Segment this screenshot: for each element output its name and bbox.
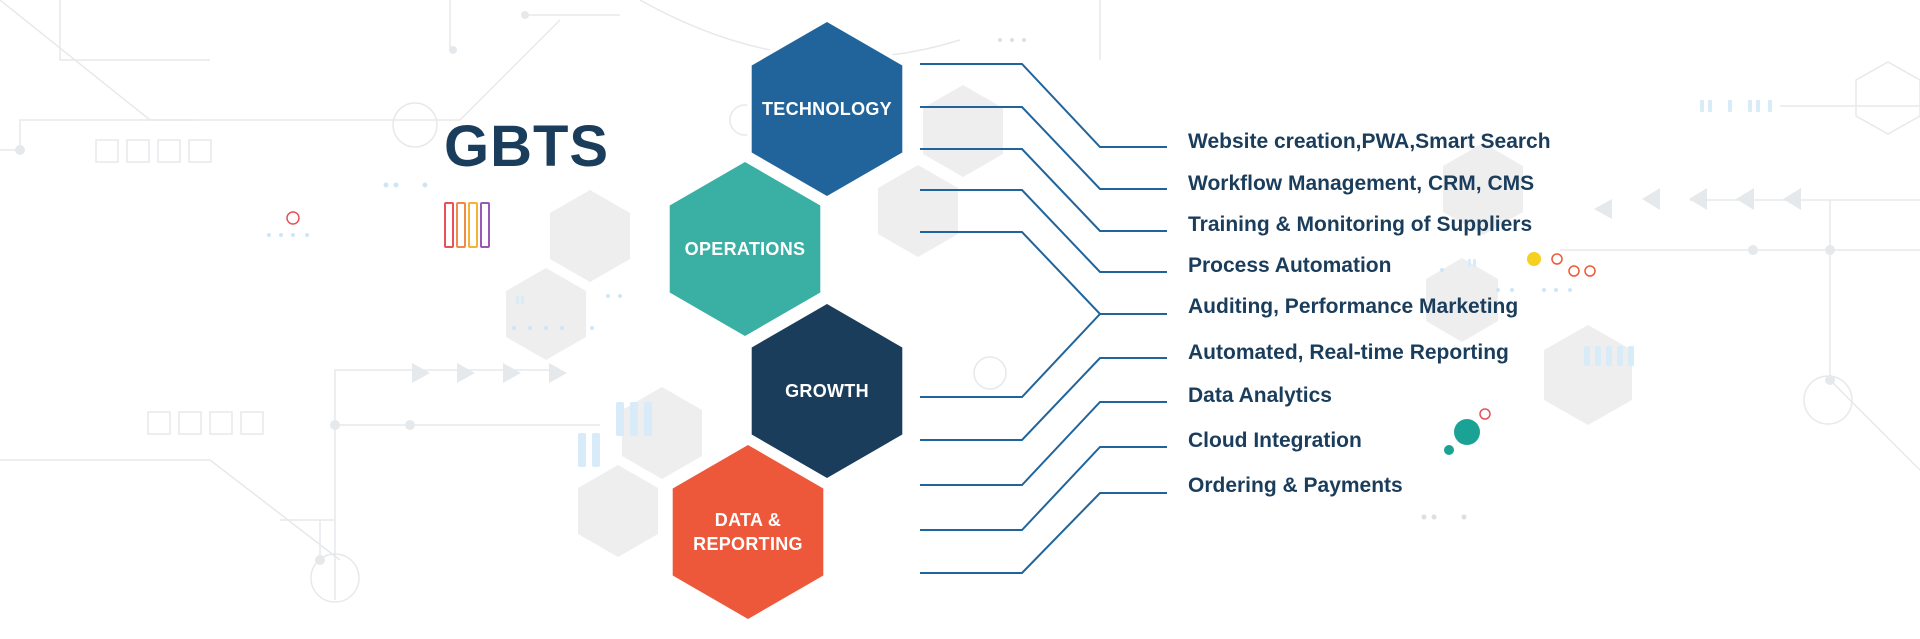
- connector-line: [920, 313, 1167, 398]
- service-item: Automated, Real-time Reporting: [1188, 341, 1509, 364]
- connector-line: [920, 63, 1167, 148]
- hex-shape: [751, 22, 903, 196]
- service-item: Website creation,PWA,Smart Search: [1188, 130, 1551, 153]
- gray-dots-decor: [998, 38, 1467, 520]
- service-item: Process Automation: [1188, 254, 1392, 277]
- brand-bars-icon: [444, 202, 490, 248]
- hex-label: REPORTING: [693, 534, 803, 554]
- connector-line: [920, 401, 1167, 486]
- hex-label: DATA &: [715, 510, 781, 530]
- gray-hexagon-decor: [506, 85, 1632, 557]
- hex-shape: [751, 304, 903, 478]
- service-item: Training & Monitoring of Suppliers: [1188, 213, 1533, 236]
- hex-label: TECHNOLOGY: [762, 99, 892, 119]
- circuit-nodes: [15, 11, 1835, 565]
- connector-line: [920, 148, 1167, 232]
- outline-hexagon-decor: [1855, 61, 1920, 135]
- hex-shape: [672, 445, 824, 619]
- service-item: Cloud Integration: [1188, 429, 1362, 452]
- hex-data-reporting: DATA & REPORTING: [668, 440, 828, 624]
- accent-dots: [286, 211, 1596, 455]
- hex-technology: TECHNOLOGY: [747, 17, 907, 201]
- connector-line: [920, 446, 1167, 531]
- service-item: Auditing, Performance Marketing: [1188, 295, 1519, 318]
- connector-lines: [920, 63, 1167, 574]
- hex-label: GROWTH: [785, 381, 869, 401]
- triangle-arrows-decor: [412, 188, 1801, 383]
- brand-bar: [480, 202, 490, 248]
- brand-bar: [456, 202, 466, 248]
- connector-line: [920, 357, 1167, 441]
- service-item: Ordering & Payments: [1188, 474, 1403, 497]
- square-chain-decor: [95, 139, 264, 435]
- connector-line: [920, 492, 1167, 574]
- hex-label: OPERATIONS: [685, 239, 806, 259]
- service-item: Workflow Management, CRM, CMS: [1188, 172, 1535, 195]
- hex-growth: GROWTH: [747, 299, 907, 483]
- brand-bar: [444, 202, 454, 248]
- brand-bar: [468, 202, 478, 248]
- lightblue-bars-decor: [516, 100, 1772, 467]
- hex-operations: OPERATIONS: [665, 157, 825, 341]
- brand-title: GBTS: [444, 114, 610, 179]
- hex-shape: [669, 162, 821, 336]
- service-item: Data Analytics: [1188, 384, 1332, 407]
- connector-line: [920, 189, 1167, 273]
- dots-decor: [267, 182, 1572, 330]
- connector-line: [920, 106, 1167, 190]
